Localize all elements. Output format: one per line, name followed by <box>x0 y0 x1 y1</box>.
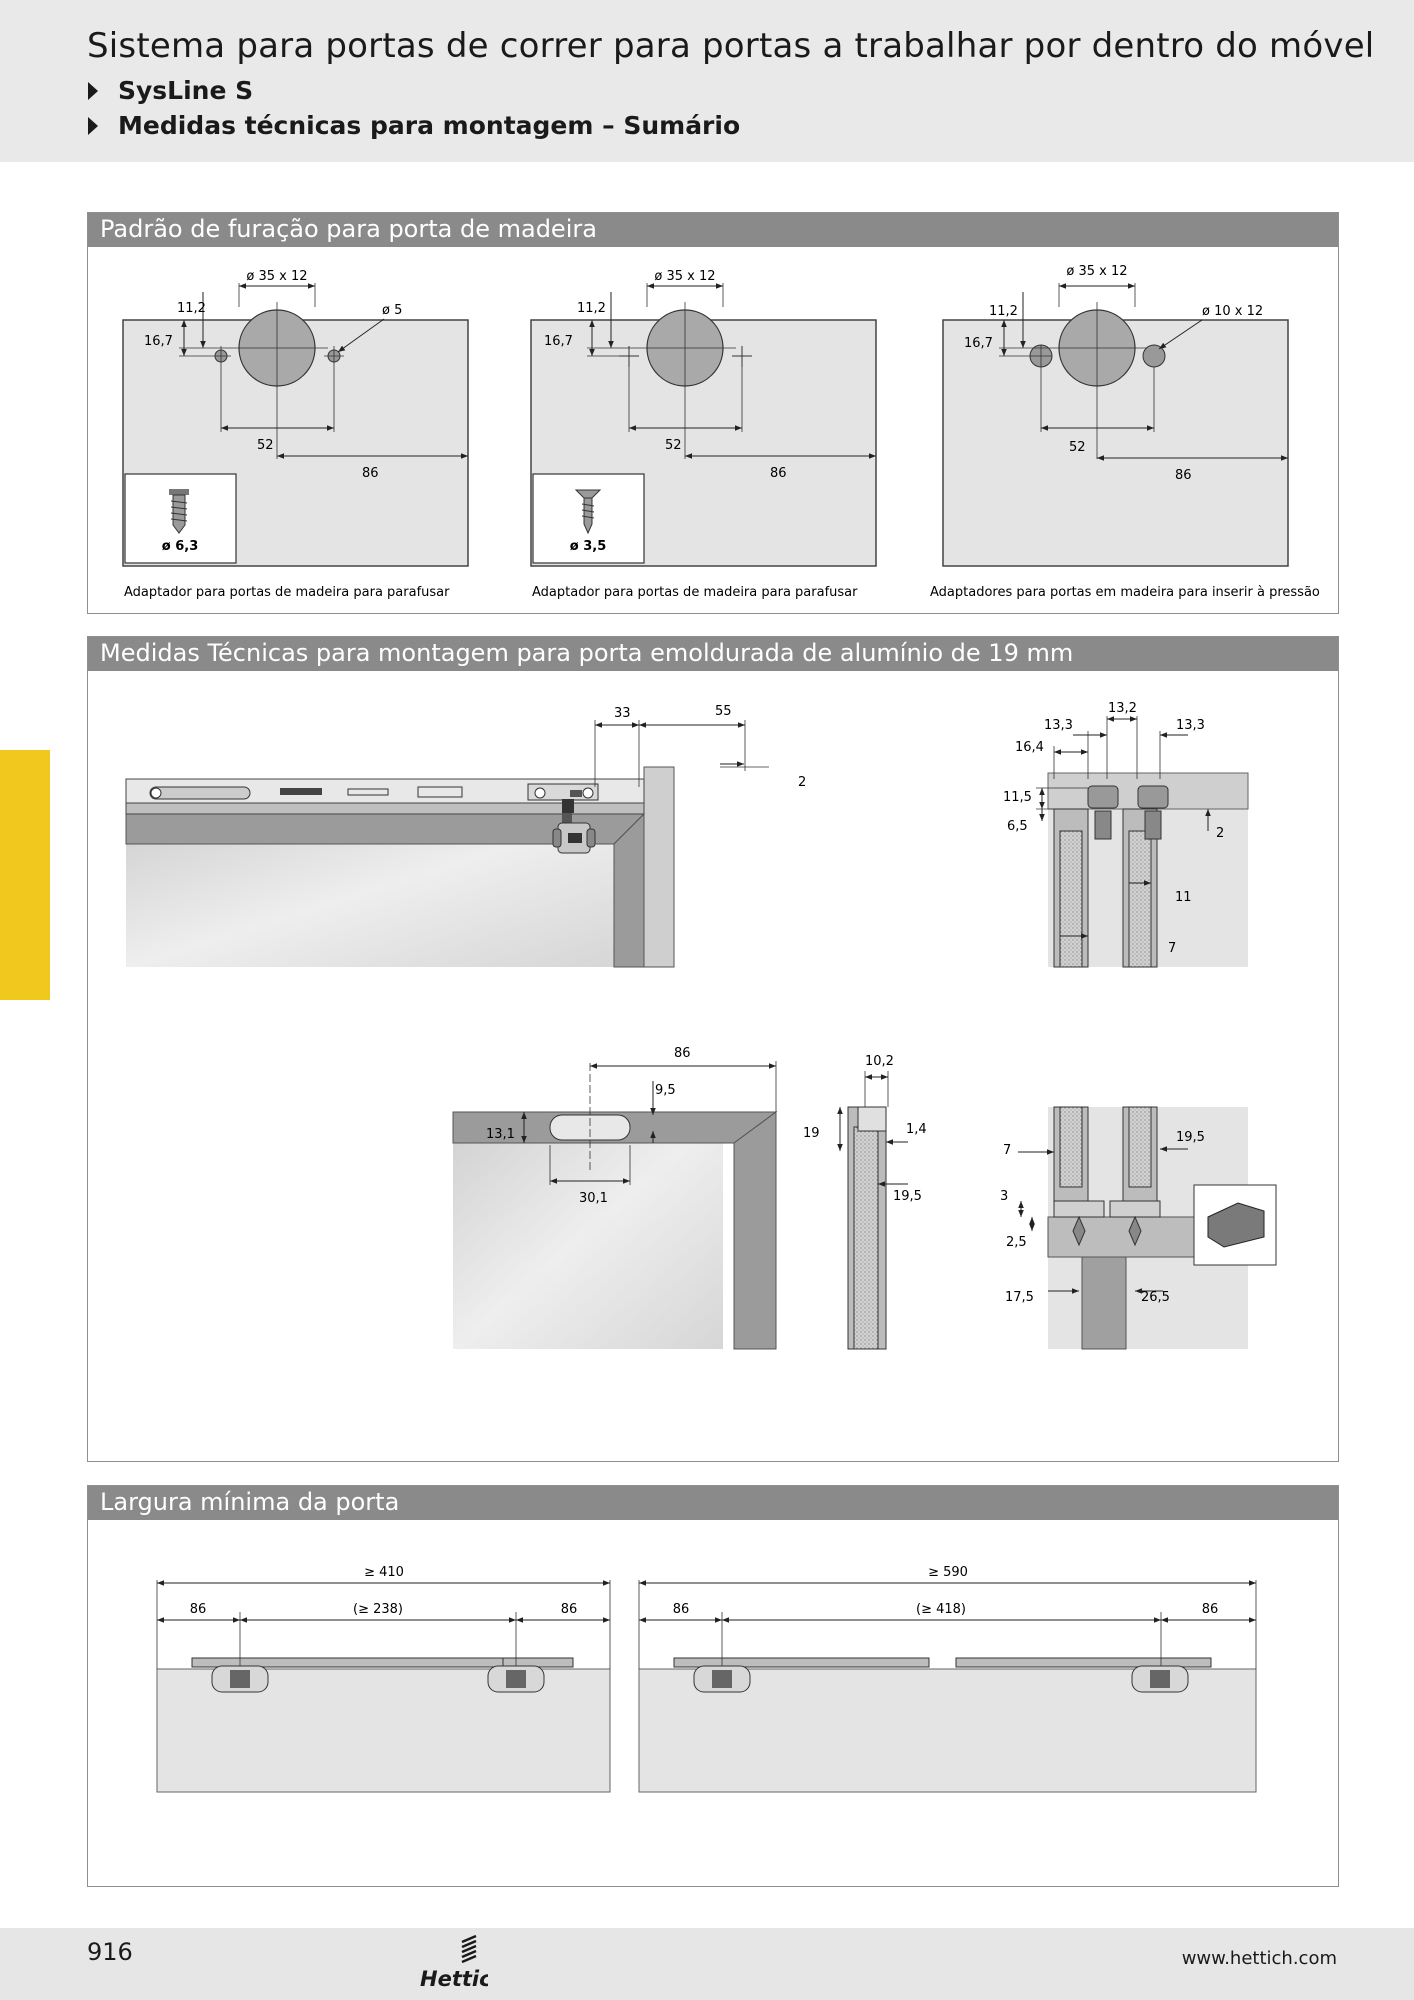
page-title: Sistema para portas de correr para porta… <box>87 26 1375 66</box>
hettich-logo: Hettich <box>420 1934 488 1991</box>
door-fitting-top-view: 33 55 2 <box>125 704 806 968</box>
svg-text:52: 52 <box>665 438 682 453</box>
page-number: 916 <box>87 1938 133 1966</box>
website-link[interactable]: www.hettich.com <box>1181 1948 1337 1969</box>
svg-text:Adaptador para portas de madei: Adaptador para portas de madeira para pa… <box>532 585 858 600</box>
svg-text:13,3: 13,3 <box>1044 718 1073 733</box>
svg-text:ø 35 x 12: ø 35 x 12 <box>1066 264 1127 279</box>
svg-text:11,5: 11,5 <box>1003 790 1032 805</box>
svg-text:7: 7 <box>1003 1143 1011 1158</box>
svg-text:≥ 410: ≥ 410 <box>364 1565 404 1580</box>
svg-text:17,5: 17,5 <box>1005 1290 1034 1305</box>
svg-text:55: 55 <box>715 704 732 719</box>
section-header: Padrão de furação para porta de madeira <box>88 213 1338 247</box>
svg-text:86: 86 <box>1202 1602 1219 1617</box>
svg-text:ø 35 x 12: ø 35 x 12 <box>654 269 715 284</box>
frame-profile-section: 10,2 19 1,4 19,5 <box>803 1054 927 1350</box>
svg-text:16,7: 16,7 <box>964 336 993 351</box>
section-header: Largura mínima da porta <box>88 1486 1338 1520</box>
svg-text:9,5: 9,5 <box>655 1083 676 1098</box>
section-header: Medidas Técnicas para montagem para port… <box>88 637 1338 671</box>
svg-text:Hettich: Hettich <box>420 1967 488 1991</box>
drilling-diagram-2: ø 35 x 12 11,2 16,7 52 86 ø 3,5 Adaptado… <box>530 269 877 600</box>
svg-text:6,5: 6,5 <box>1007 819 1028 834</box>
svg-text:11,2: 11,2 <box>989 304 1018 319</box>
section-title: Padrão de furação para porta de madeira <box>100 215 597 243</box>
svg-text:Adaptador para portas de madei: Adaptador para portas de madeira para pa… <box>124 585 450 600</box>
svg-text:86: 86 <box>770 466 787 481</box>
svg-text:13,2: 13,2 <box>1108 701 1137 716</box>
section-wood-drilling: Padrão de furação para porta de madeira … <box>87 212 1339 614</box>
chapter-tab <box>0 750 50 1000</box>
svg-text:26,5: 26,5 <box>1141 1290 1170 1305</box>
svg-text:86: 86 <box>190 1602 207 1617</box>
svg-text:1,4: 1,4 <box>906 1122 927 1137</box>
page-header: Sistema para portas de correr para porta… <box>0 0 1414 162</box>
svg-text:19,5: 19,5 <box>1176 1130 1205 1145</box>
svg-text:11,2: 11,2 <box>177 301 206 316</box>
door-side-section-bottom: 7 19,5 3 2,5 17,5 26,5 <box>1000 1106 1277 1350</box>
drilling-diagram-3: ø 35 x 12 11,2 16,7 ø 10 x 12 52 86 Adap… <box>930 264 1320 600</box>
section-aluminium-frame: Medidas Técnicas para montagem para port… <box>87 636 1339 1462</box>
svg-text:ø 35 x 12: ø 35 x 12 <box>246 269 307 284</box>
svg-text:7: 7 <box>1168 941 1176 956</box>
svg-text:16,7: 16,7 <box>544 334 573 349</box>
svg-text:10,2: 10,2 <box>865 1054 894 1069</box>
svg-text:2: 2 <box>1216 826 1224 841</box>
aluminium-frame-diagrams: 33 55 2 13,2 13,3 <box>125 701 1277 1350</box>
door-front-cutout: 86 13,1 9,5 30,1 <box>452 1046 778 1350</box>
svg-text:11,2: 11,2 <box>577 301 606 316</box>
svg-text:19: 19 <box>803 1126 820 1141</box>
triangle-bullet-icon <box>88 117 98 135</box>
svg-text:86: 86 <box>362 466 379 481</box>
drilling-diagram-1: ø 35 x 12 11,2 16,7 ø 5 52 86 ø 6,3 Adap… <box>122 269 469 600</box>
svg-text:ø 10 x 12: ø 10 x 12 <box>1202 304 1263 319</box>
section-title: Largura mínima da porta <box>100 1488 400 1516</box>
page-footer: 916 Hettich www.hettich.com <box>0 1928 1414 2000</box>
svg-text:ø 3,5: ø 3,5 <box>570 539 607 554</box>
svg-text:3: 3 <box>1000 1189 1008 1204</box>
subtitle-product: SysLine S <box>88 76 253 105</box>
svg-text:11: 11 <box>1175 890 1192 905</box>
svg-text:Adaptadores para portas em mad: Adaptadores para portas em madeira para … <box>930 585 1320 600</box>
triangle-bullet-icon <box>88 82 98 100</box>
svg-text:19,5: 19,5 <box>893 1189 922 1204</box>
min-width-right-diagram: ≥ 590 86 (≥ 418) 86 <box>638 1565 1257 1793</box>
svg-text:52: 52 <box>257 438 274 453</box>
svg-text:86: 86 <box>674 1046 691 1061</box>
svg-text:≥ 590: ≥ 590 <box>928 1565 968 1580</box>
svg-text:86: 86 <box>1175 468 1192 483</box>
svg-text:16,4: 16,4 <box>1015 740 1044 755</box>
svg-text:ø 5: ø 5 <box>382 303 402 318</box>
svg-text:33: 33 <box>614 706 631 721</box>
svg-text:86: 86 <box>673 1602 690 1617</box>
section-title: Medidas Técnicas para montagem para port… <box>100 639 1074 667</box>
minimum-width-diagrams: ≥ 410 86 (≥ 238) 86 ≥ 590 86 (≥ 41 <box>156 1565 1257 1793</box>
svg-text:(≥ 418): (≥ 418) <box>916 1602 966 1617</box>
svg-text:30,1: 30,1 <box>579 1191 608 1206</box>
subtitle-topic: Medidas técnicas para montagem – Sumário <box>88 111 740 140</box>
svg-text:2,5: 2,5 <box>1006 1235 1027 1250</box>
svg-text:52: 52 <box>1069 440 1086 455</box>
svg-text:16,7: 16,7 <box>144 334 173 349</box>
svg-text:ø 6,3: ø 6,3 <box>162 539 199 554</box>
svg-text:86: 86 <box>561 1602 578 1617</box>
door-side-section-top: 13,2 13,3 13,3 16,4 11,5 6,5 2 11 7 <box>1003 701 1249 968</box>
svg-text:(≥ 238): (≥ 238) <box>353 1602 403 1617</box>
section-minimum-door-width: Largura mínima da porta ≥ 410 86 (≥ 238)… <box>87 1485 1339 1887</box>
wood-drilling-diagrams: ø 35 x 12 11,2 16,7 ø 5 52 86 ø 6,3 Adap… <box>122 264 1320 600</box>
svg-text:13,1: 13,1 <box>486 1127 515 1142</box>
svg-text:13,3: 13,3 <box>1176 718 1205 733</box>
svg-text:2: 2 <box>798 775 806 790</box>
min-width-left-diagram: ≥ 410 86 (≥ 238) 86 <box>156 1565 611 1793</box>
